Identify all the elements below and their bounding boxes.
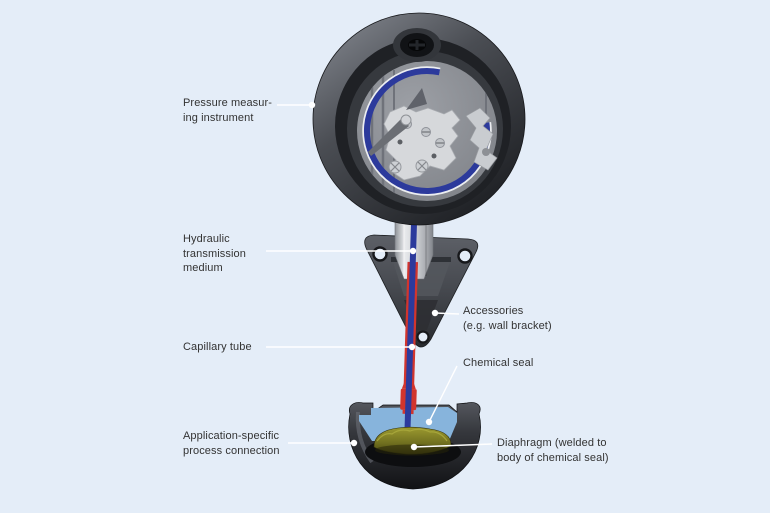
label-accessories: Accessories (e.g. wall bracket) xyxy=(463,305,552,332)
label-chemical-seal: Chemical seal xyxy=(463,357,534,369)
movement-linkage xyxy=(465,107,498,171)
label-hydraulic-transmission-medium: Hydraulic transmission medium xyxy=(183,233,246,274)
bracket-hole-bottom xyxy=(416,330,430,344)
bracket-hole-right xyxy=(457,248,473,264)
diaphragm xyxy=(373,426,452,456)
hydraulic-medium-channel xyxy=(404,201,418,443)
label-pressure-measuring-instrument: Pressure measur- ing instrument xyxy=(183,97,273,124)
leader-lines xyxy=(266,101,493,451)
label-process-connection: Application-specific process connection xyxy=(183,430,280,457)
label-capillary-tube: Capillary tube xyxy=(183,341,252,353)
diaphragm-corrugation xyxy=(376,428,448,442)
bourdon-tube xyxy=(363,67,490,194)
label-diaphragm: Diaphragm (welded to body of chemical se… xyxy=(497,437,609,464)
leader-accessories xyxy=(434,312,460,315)
pressure-gauge xyxy=(312,12,526,226)
movement-screws xyxy=(388,119,445,174)
capillary-tube xyxy=(400,201,419,443)
filler-plug xyxy=(393,28,441,62)
gauge-pointer xyxy=(368,88,427,156)
leader-diaphragm xyxy=(413,443,493,448)
bracket-hole-left xyxy=(372,246,388,262)
leader-chemical-seal xyxy=(428,365,458,423)
